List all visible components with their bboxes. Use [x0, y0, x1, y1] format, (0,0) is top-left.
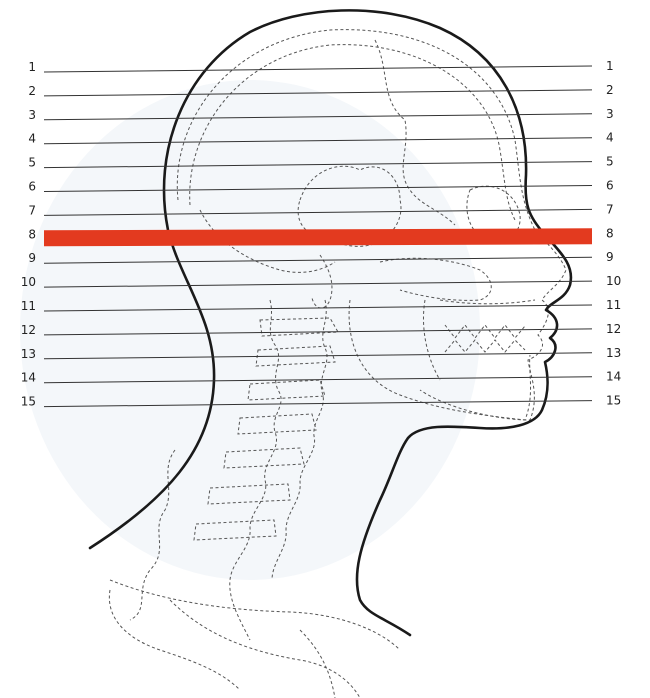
slice-line-7 — [43, 208, 593, 216]
slice-label-left-3: 3 — [28, 108, 36, 122]
vertebra-c7 — [193, 519, 277, 541]
slice-line-14 — [43, 376, 593, 384]
slice-label-right-12: 12 — [606, 322, 621, 336]
slice-label-right-2: 2 — [606, 83, 614, 97]
slice-label-left-10: 10 — [21, 275, 36, 289]
slice-label-left-1: 1 — [28, 60, 36, 74]
slice-label-right-7: 7 — [606, 202, 614, 216]
slice-label-right-5: 5 — [606, 155, 614, 169]
slice-label-right-8: 8 — [606, 226, 614, 240]
vertebra-c5 — [223, 447, 305, 469]
vertebra-c6 — [207, 483, 291, 505]
slice-label-left-6: 6 — [28, 180, 36, 194]
skeleton-drawing — [108, 29, 567, 698]
vertebra-c1 — [259, 317, 339, 337]
posterior-outline — [88, 9, 573, 637]
slice-line-2 — [43, 89, 593, 97]
vertebra-c3 — [247, 379, 326, 401]
mastoid — [311, 254, 333, 309]
lower-teeth — [444, 339, 526, 353]
slice-line-12 — [43, 328, 593, 336]
slice-label-right-11: 11 — [606, 298, 621, 312]
slice-label-left-15: 15 — [21, 395, 36, 409]
slice-label-right-10: 10 — [606, 274, 621, 288]
slice-line-6 — [43, 185, 593, 192]
cranial-suture — [374, 39, 456, 226]
slice-label-left-14: 14 — [21, 371, 36, 385]
slice-line-3 — [43, 113, 593, 121]
slice-label-right-9: 9 — [606, 250, 614, 264]
slice-label-right-4: 4 — [606, 131, 614, 145]
slice-label-left-2: 2 — [28, 84, 36, 98]
slice-label-left-4: 4 — [28, 132, 36, 146]
slice-line-11 — [43, 304, 593, 312]
slice-line-9 — [43, 256, 593, 264]
slice-line-1 — [43, 65, 593, 73]
vertebra-c2 — [255, 345, 336, 367]
slice-label-left-5: 5 — [28, 156, 36, 170]
slice-label-right-1: 1 — [606, 59, 614, 73]
head-outline — [88, 9, 573, 637]
first-rib — [169, 599, 361, 698]
slice-label-right-13: 13 — [606, 346, 621, 360]
slice-label-left-9: 9 — [28, 251, 36, 265]
skull-inner — [189, 44, 516, 221]
slice-label-right-6: 6 — [606, 179, 614, 193]
slice-label-left-11: 11 — [21, 299, 36, 313]
background-shade — [20, 80, 480, 580]
slice-label-left-7: 7 — [28, 203, 36, 217]
vertebra-c4 — [237, 413, 317, 435]
slice-label-right-3: 3 — [606, 107, 614, 121]
scapula — [108, 589, 241, 691]
slice-label-left-12: 12 — [21, 323, 36, 337]
slice-lines — [43, 65, 593, 408]
slice-label-left-13: 13 — [21, 347, 36, 361]
slice-label-right-14: 14 — [606, 370, 621, 384]
slice-line-15 — [43, 400, 593, 408]
skull-outline — [176, 29, 567, 421]
slice-line-8-highlighted — [44, 228, 592, 247]
spinous-processes — [129, 449, 176, 621]
slice-line-4 — [43, 137, 593, 145]
clavicle — [109, 579, 401, 651]
slice-line-10 — [43, 280, 593, 288]
slice-line-13 — [43, 352, 593, 360]
slice-line-5 — [43, 161, 593, 169]
cervical-spine — [229, 299, 282, 641]
sternum-top — [299, 629, 336, 698]
slice-label-right-15: 15 — [606, 394, 621, 408]
vertebrae-front — [271, 299, 328, 581]
slice-label-left-8: 8 — [28, 227, 36, 241]
